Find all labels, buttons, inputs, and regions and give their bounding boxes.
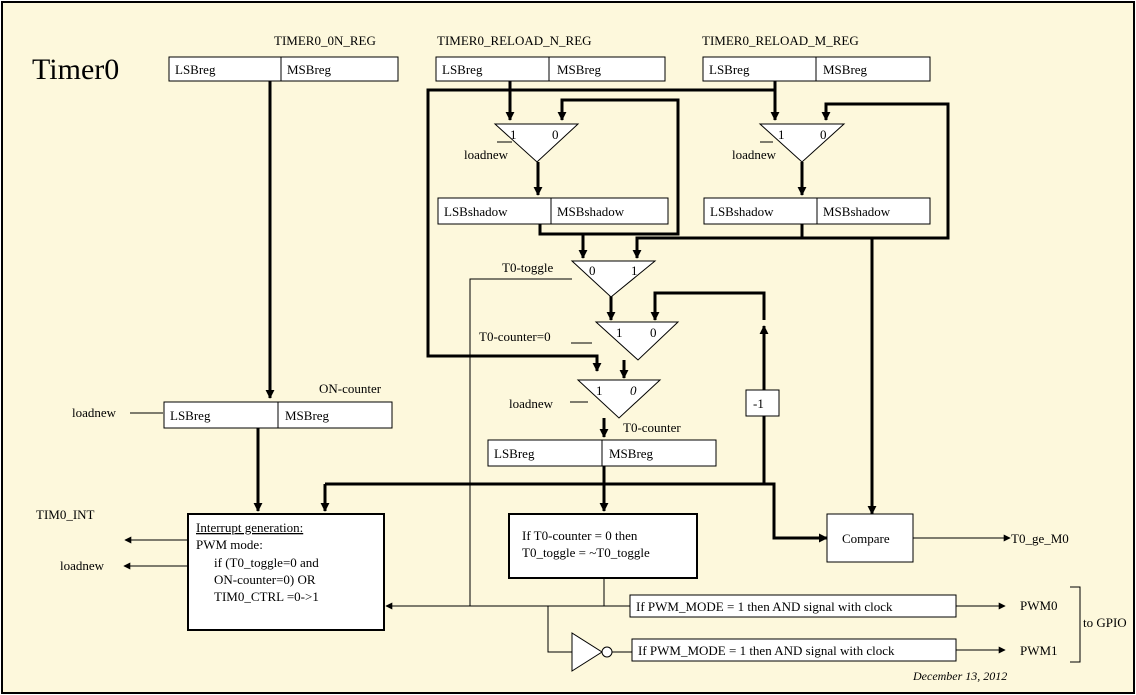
mux-m: 1 0 — [758, 123, 846, 163]
interrupt-line-1: PWM mode: — [196, 537, 263, 552]
mux-toggle-select: T0-toggle — [502, 260, 553, 275]
mux-toggle-in1: 1 — [631, 263, 638, 278]
mux-load-in1: 1 — [596, 383, 603, 398]
reload-m-lsb: LSBreg — [709, 62, 750, 77]
pwm0-box-label: If PWM_MODE = 1 then AND signal with clo… — [636, 599, 893, 614]
t0-ge-m0-output: T0_ge_M0 — [1011, 531, 1069, 546]
on-counter-loadnew: loadnew — [72, 405, 117, 420]
on-reg-msb: MSBreg — [287, 62, 332, 77]
pwm1-box — [631, 638, 957, 662]
interrupt-line-4: TIM0_CTRL =0->1 — [214, 589, 319, 604]
reload-m-msb: MSBreg — [823, 62, 868, 77]
mux-load-select: loadnew — [509, 396, 554, 411]
mux-n-in0: 0 — [552, 127, 559, 142]
pwm0-box — [629, 594, 957, 618]
compare-label: Compare — [842, 531, 890, 546]
mux-zero-select: T0-counter=0 — [479, 329, 551, 344]
mux-zero-in0: 0 — [650, 325, 657, 340]
interrupt-line-2: if (T0_toggle=0 and — [214, 555, 319, 570]
loadnew-output: loadnew — [60, 558, 105, 573]
gpio-label: to GPIO — [1083, 615, 1127, 630]
on-reg-box — [168, 56, 399, 82]
mux-n-select: loadnew — [464, 147, 509, 162]
shadow-m-msb: MSBshadow — [823, 204, 891, 219]
mux-toggle-in0: 0 — [589, 263, 596, 278]
toggle-box — [508, 513, 698, 579]
reload-m-name: TIMER0_RELOAD_M_REG — [702, 33, 859, 48]
on-reg-name: TIMER0_0N_REG — [274, 33, 376, 48]
reload-n-msb: MSBreg — [557, 62, 602, 77]
reload-n-lsb: LSBreg — [442, 62, 483, 77]
mux-load: 1 0 — [576, 379, 662, 419]
shadow-n-lsb: LSBshadow — [444, 204, 508, 219]
reload-n-box — [435, 56, 666, 82]
shadow-n-msb: MSBshadow — [557, 204, 625, 219]
shadow-m-lsb: LSBshadow — [710, 204, 774, 219]
pwm1-box-label: If PWM_MODE = 1 then AND signal with clo… — [638, 643, 895, 658]
interrupt-heading: Interrupt generation: — [196, 520, 303, 535]
decrement-box — [745, 389, 780, 417]
mux-toggle: 0 1 — [570, 260, 657, 298]
shadow-n-box — [437, 197, 669, 225]
toggle-line-1: If T0-counter = 0 then — [522, 528, 638, 543]
reload-n-name: TIMER0_RELOAD_N_REG — [437, 33, 592, 48]
mux-n-in1: 1 — [510, 127, 517, 142]
decrement-label: -1 — [753, 396, 764, 411]
diagram-title: Timer0 — [32, 53, 119, 86]
mux-m-in0: 0 — [820, 127, 827, 142]
on-reg-lsb: LSBreg — [175, 62, 216, 77]
on-counter-lsb: LSBreg — [170, 408, 211, 423]
thin-wires — [123, 141, 1081, 663]
t0-counter-lsb: LSBreg — [494, 446, 535, 461]
mux-load-in0: 0 — [630, 383, 637, 398]
interrupt-line-3: ON-counter=0) OR — [214, 572, 316, 587]
toggle-line-2: T0_toggle = ~T0_toggle — [522, 545, 650, 560]
on-counter-name: ON-counter — [319, 381, 382, 396]
pwm1-output: PWM1 — [1020, 643, 1058, 658]
mux-zero: 1 0 — [594, 321, 680, 361]
tim0-int-output: TIM0_INT — [36, 507, 95, 522]
mux-m-in1: 1 — [778, 127, 785, 142]
date-label: December 13, 2012 — [912, 669, 1007, 683]
compare-box — [826, 513, 914, 563]
thick-wires — [253, 81, 950, 543]
t0-counter-msb: MSBreg — [609, 446, 654, 461]
t0-counter-name: T0-counter — [623, 420, 681, 435]
mux-zero-in1: 1 — [616, 325, 623, 340]
pwm0-output: PWM0 — [1020, 598, 1058, 613]
mux-m-select: loadnew — [732, 147, 777, 162]
on-counter-msb: MSBreg — [285, 408, 330, 423]
interrupt-box — [187, 513, 385, 631]
mux-n: 1 0 — [493, 123, 580, 163]
inverter-icon — [571, 632, 613, 672]
